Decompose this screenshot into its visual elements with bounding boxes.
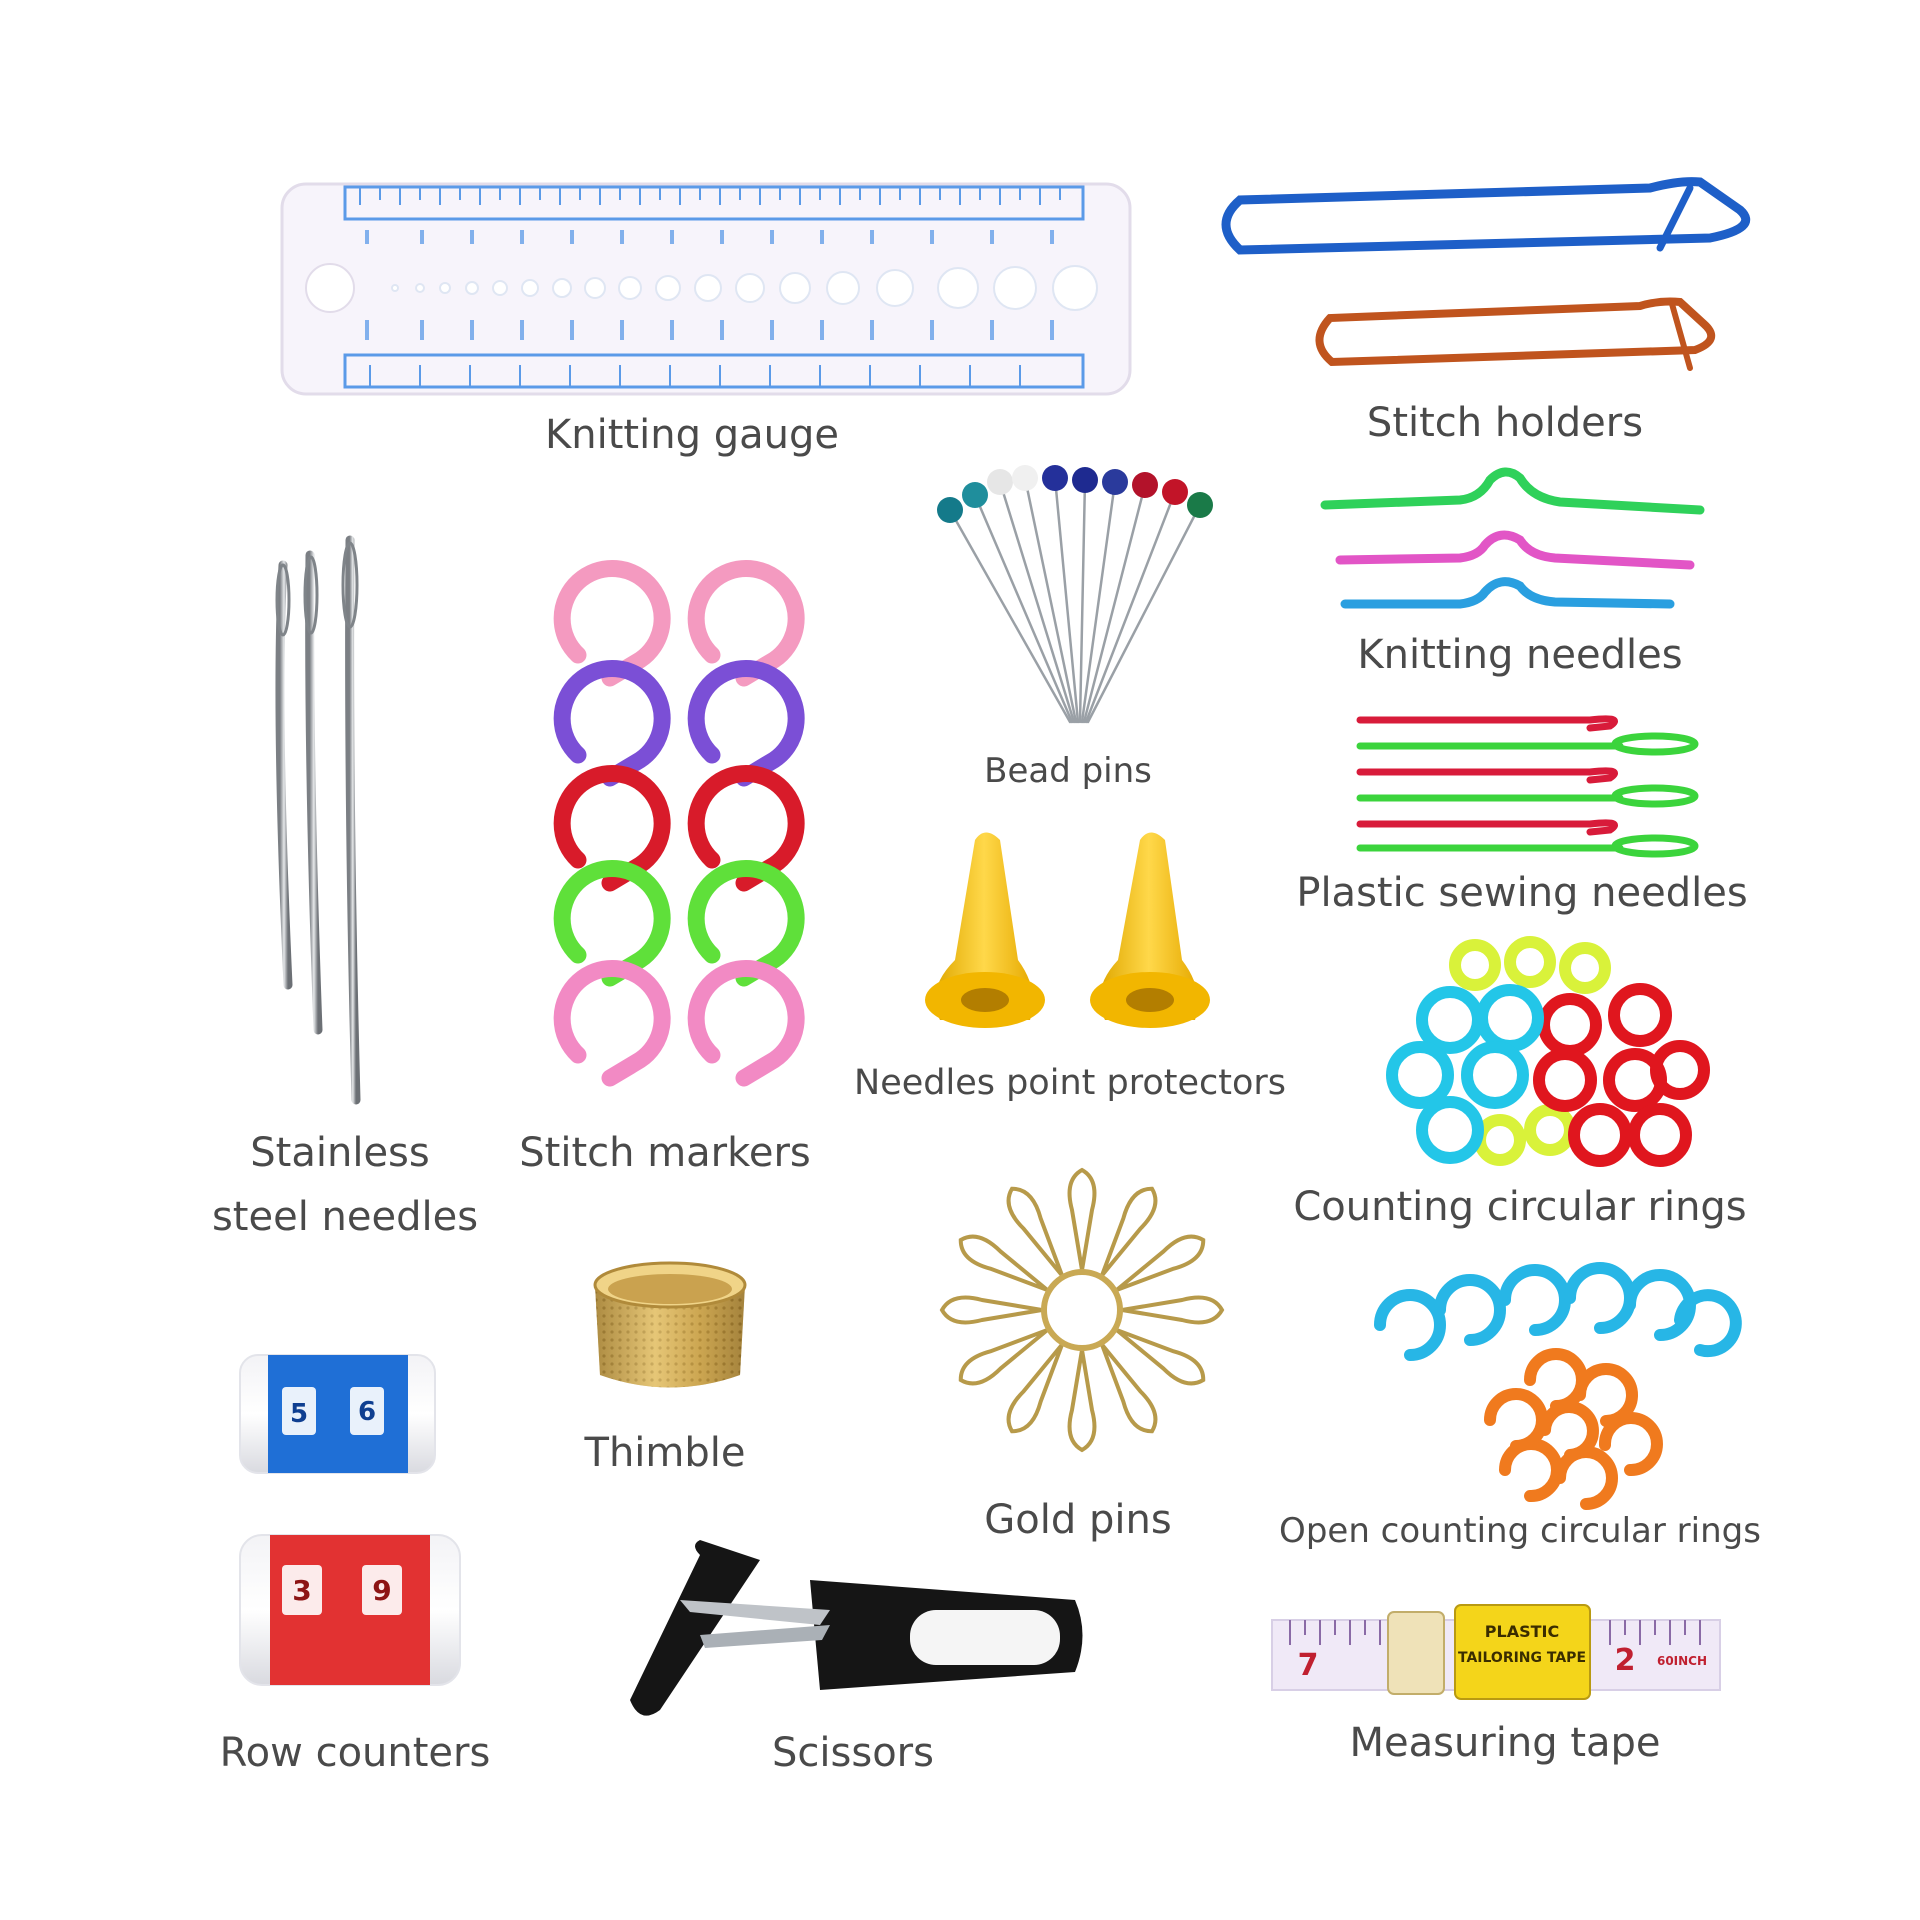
measuring-tape bbox=[1271, 1604, 1721, 1700]
knitting-needles bbox=[1320, 467, 1705, 609]
bead-pins bbox=[937, 465, 1213, 724]
label-knitting-gauge: Knitting gauge bbox=[545, 412, 839, 458]
stitch-holders bbox=[1221, 177, 1751, 371]
row-counter-top-digit-right: 6 bbox=[358, 1397, 376, 1427]
thimble bbox=[593, 1261, 747, 1388]
label-thimble: Thimble bbox=[584, 1430, 746, 1476]
tape-side-text: 60INCH bbox=[1657, 1654, 1707, 1668]
label-stitch-markers: Stitch markers bbox=[519, 1130, 811, 1176]
row-counter-top bbox=[239, 1354, 436, 1474]
label-open-counting-circular-rings: Open counting circular rings bbox=[1279, 1511, 1761, 1551]
label-stitch-holders: Stitch holders bbox=[1366, 400, 1644, 446]
open-counting-circular-rings bbox=[1374, 1262, 1742, 1510]
tape-badge-line2: TAILORING TAPE bbox=[1458, 1650, 1586, 1666]
knitting-gauge bbox=[280, 182, 1132, 396]
label-stainless-steel-needles-line1: Stainless bbox=[250, 1130, 430, 1176]
label-bead-pins: Bead pins bbox=[984, 751, 1152, 791]
row-counter-top-digit-left: 5 bbox=[290, 1399, 308, 1429]
needle-point-protectors bbox=[925, 832, 1210, 1028]
gold-pins bbox=[939, 1167, 1225, 1453]
label-needles-point-protectors: Needles point protectors bbox=[854, 1063, 1286, 1103]
label-measuring-tape: Measuring tape bbox=[1349, 1720, 1661, 1766]
row-counter-bottom-digit-right: 9 bbox=[372, 1574, 391, 1607]
tape-left-number: 7 bbox=[1298, 1648, 1319, 1683]
tape-badge-line1: PLASTIC bbox=[1485, 1622, 1559, 1641]
label-counting-circular-rings: Counting circular rings bbox=[1293, 1184, 1747, 1230]
tape-right-number: 2 bbox=[1615, 1643, 1636, 1678]
label-plastic-sewing-needles: Plastic sewing needles bbox=[1296, 870, 1748, 916]
row-counter-bottom bbox=[239, 1534, 461, 1686]
label-row-counters: Row counters bbox=[219, 1730, 491, 1776]
counting-circular-rings bbox=[1386, 936, 1710, 1167]
label-stainless-steel-needles-line2: steel needles bbox=[211, 1194, 479, 1240]
plastic-sewing-needles bbox=[1356, 715, 1699, 858]
label-scissors: Scissors bbox=[772, 1730, 934, 1776]
scissors bbox=[630, 1540, 1083, 1716]
label-gold-pins: Gold pins bbox=[984, 1497, 1172, 1543]
label-knitting-needles: Knitting needles bbox=[1357, 632, 1683, 678]
stainless-steel-needles bbox=[275, 535, 361, 1105]
row-counter-bottom-digit-left: 3 bbox=[292, 1574, 311, 1607]
stitch-markers bbox=[553, 560, 805, 1087]
